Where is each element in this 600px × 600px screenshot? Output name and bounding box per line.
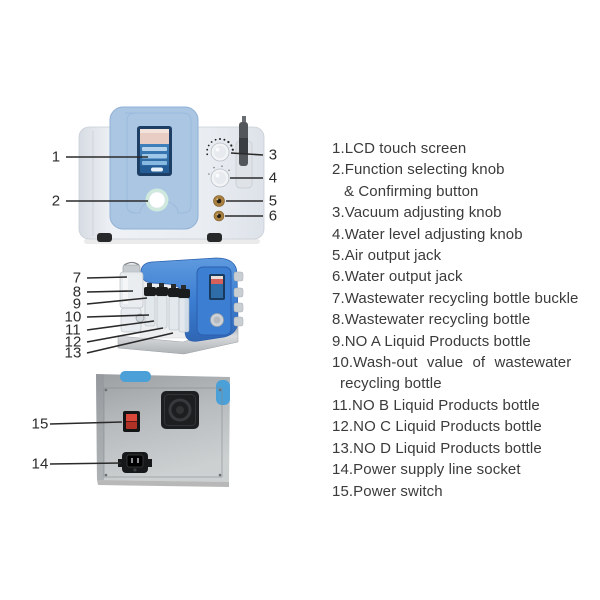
callout-label-3: 3 xyxy=(268,146,278,164)
machine-foot xyxy=(207,233,222,242)
legend-item-4: 4.Water level adjusting knob xyxy=(332,225,523,243)
legend-item-3: 3.Vacuum adjusting knob xyxy=(332,204,502,222)
callout-label-13: 13 xyxy=(64,344,82,362)
callout-lines-front xyxy=(66,152,264,217)
legend-item-10-cont: recycling bottle xyxy=(340,375,442,393)
wastewater-bottle xyxy=(119,261,145,333)
callout-lines-side xyxy=(86,276,174,354)
water-output-jack xyxy=(213,210,225,222)
power-socket xyxy=(118,452,152,473)
legend-item-13: 13.NO D Liquid Products bottle xyxy=(332,439,542,457)
legend-item-8: 8.Wastewater recycling bottle xyxy=(332,311,531,329)
figure-front-view xyxy=(66,106,265,244)
legend-list: 1.LCD touch screen 2.Function selecting … xyxy=(332,138,600,502)
legend-item-7: 7.Wastewater recycling bottle buckle xyxy=(332,289,579,307)
legend-item-15: 15.Power switch xyxy=(332,482,443,500)
silver-base xyxy=(117,323,239,355)
power-switch xyxy=(123,411,140,432)
legend-item-1: 1.LCD touch screen xyxy=(332,140,467,157)
callout-label-5: 5 xyxy=(268,192,278,210)
liquid-product-bottles xyxy=(144,283,190,333)
handpiece-holder xyxy=(235,116,253,189)
machine-foot xyxy=(97,233,112,242)
figure-back-view xyxy=(49,371,230,487)
legend-item-2-cont: & Confirming button xyxy=(344,182,479,200)
callout-label-9: 9 xyxy=(72,295,82,313)
callout-label-6: 6 xyxy=(268,207,278,225)
fan-grille xyxy=(161,391,199,429)
legend-item-9: 9.NO A Liquid Products bottle xyxy=(332,332,531,350)
callout-label-4: 4 xyxy=(268,169,278,187)
side-edge-holders xyxy=(233,271,244,327)
callout-label-14: 14 xyxy=(31,455,49,473)
callout-label-1: 1 xyxy=(51,148,61,166)
callout-label-8: 8 xyxy=(72,283,82,301)
callout-label-12: 12 xyxy=(64,333,82,351)
lcd-touch-screen xyxy=(137,126,172,176)
callout-label-15: 15 xyxy=(31,415,49,433)
blue-accent-right xyxy=(216,380,230,405)
vacuum-knob xyxy=(206,138,234,162)
callout-label-2: 2 xyxy=(51,192,61,210)
air-output-jack xyxy=(213,195,225,207)
figure-side-view xyxy=(86,257,244,355)
legend-item-11: 11.NO B Liquid Products bottle xyxy=(332,396,540,414)
legend-item-14: 14.Power supply line socket xyxy=(332,461,521,479)
legend-item-2: 2.Function selecting knob xyxy=(332,161,505,179)
legend-item-6: 6.Water output jack xyxy=(332,268,463,286)
callout-label-7: 7 xyxy=(72,269,82,287)
confirm-button xyxy=(145,188,169,212)
water-level-knob xyxy=(208,165,230,188)
panel-screws xyxy=(104,388,222,477)
panel-shadow xyxy=(97,480,229,487)
callout-label-10: 10 xyxy=(64,308,82,326)
legend-item-5: 5.Air output jack xyxy=(332,247,442,265)
callout-lines-back xyxy=(49,421,123,465)
blue-accent-top xyxy=(120,371,151,382)
callout-label-11: 11 xyxy=(65,321,81,339)
side-front-panel xyxy=(196,266,232,336)
legend-item-12: 12.NO C Liquid Products bottle xyxy=(332,418,542,436)
legend-item-10: 10.Wash-out value of wastewater xyxy=(332,354,572,372)
